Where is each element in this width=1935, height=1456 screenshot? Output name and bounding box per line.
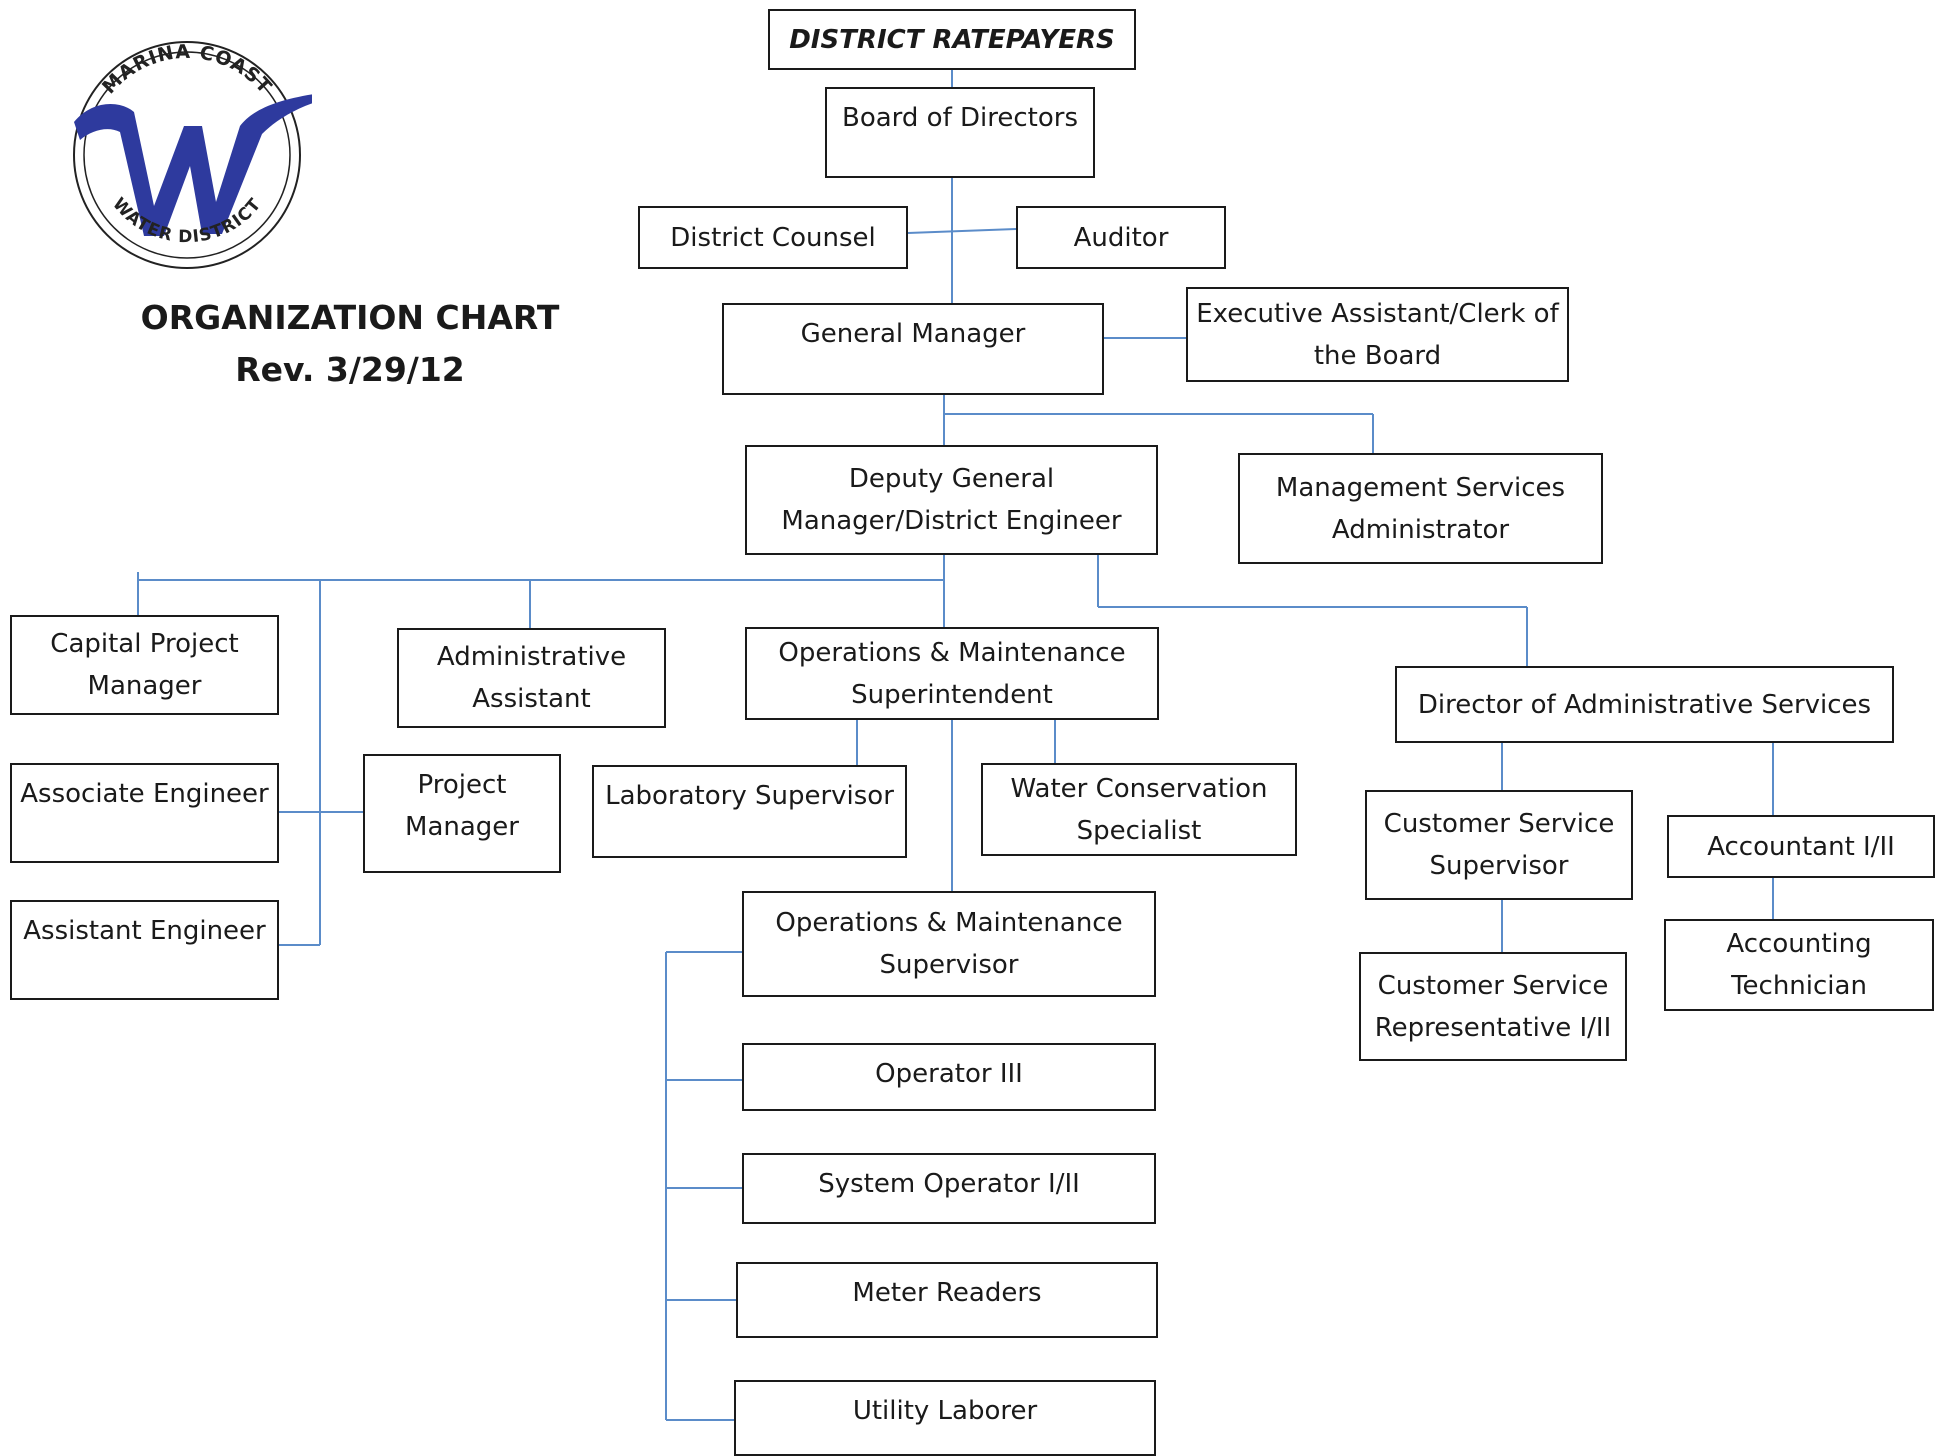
box-label-line: Utility Laborer [852,1396,1038,1426]
box-customer-service-supervisor: Customer Service Supervisor [1365,790,1633,900]
box-district-ratepayers: DISTRICT RATEPAYERS [768,9,1136,70]
box-label-line: General Manager [800,319,1026,349]
box-administrative-assistant: Administrative Assistant [397,628,666,728]
box-label-line: Management Services [1275,472,1566,503]
box-assistant-engineer: Assistant Engineer [10,900,279,1000]
box-label-line: Executive Assistant/Clerk of [1196,298,1559,329]
box-om-supervisor: Operations & Maintenance Supervisor [742,891,1156,997]
box-label-line: Technician [1731,971,1867,1001]
box-label-line: Deputy General [848,464,1055,494]
box-deputy-general-manager: Deputy General Manager/District Engineer [745,445,1158,555]
box-label-line: Associate Engineer [20,779,269,809]
box-customer-service-representative: Customer Service Representative I/II [1359,952,1627,1061]
box-accountant: Accountant I/II [1667,815,1935,878]
box-operator-iii: Operator III [742,1043,1156,1111]
box-label-line: Customer Service [1383,809,1615,839]
box-label-line: Supervisor [1429,851,1569,881]
connector-line [907,228,1017,234]
box-label-line: System Operator I/II [818,1169,1080,1199]
box-district-counsel: District Counsel [638,206,908,269]
box-management-services-administrator: Management Services Administrator [1238,453,1603,564]
box-label-line: Laboratory Supervisor [605,781,894,811]
box-label-line: Operator III [875,1059,1023,1089]
box-label-line: Supervisor [879,950,1019,980]
marina-coast-logo: MARINA COAST WATER DISTRICT [73,41,312,269]
box-label-line: Assistant [472,684,591,714]
box-label-line: Assistant Engineer [23,916,266,946]
box-label-line: Manager [87,671,202,701]
box-label-line: Water Conservation [1010,773,1268,804]
box-system-operator: System Operator I/II [742,1153,1156,1224]
chart-revision: Rev. 3/29/12 [235,350,465,389]
box-label-line: Meter Readers [852,1278,1042,1308]
box-director-admin-services: Director of Administrative Services [1395,666,1894,743]
box-associate-engineer: Associate Engineer [10,763,279,863]
box-accounting-technician: Accounting Technician [1664,919,1934,1011]
box-label-line: Specialist [1076,815,1202,846]
box-label-line: Accountant I/II [1707,831,1895,862]
box-label-line: Director of Administrative Services [1417,689,1872,720]
box-label-line: Board of Directors [842,103,1078,133]
box-label-line: Representative I/II [1374,1012,1612,1043]
box-om-superintendent: Operations & Maintenance Superintendent [745,627,1159,720]
box-label-line: Customer Service [1377,970,1609,1001]
box-label-line: Operations & Maintenance [775,908,1123,938]
box-board-of-directors: Board of Directors [825,87,1095,178]
box-label-line: Project [417,770,507,800]
box-label-line: Accounting [1726,929,1872,959]
box-label-line: the Board [1313,340,1442,371]
logo-w-shape [74,94,312,236]
box-label-line: Administrator [1331,514,1510,545]
box-auditor: Auditor [1016,206,1226,269]
box-label-line: Manager [405,812,519,842]
box-label-line: Auditor [1073,222,1169,253]
box-label-line: Manager/District Engineer [781,506,1122,536]
box-label-line: Superintendent [851,679,1053,710]
box-executive-assistant: Executive Assistant/Clerk of the Board [1186,287,1569,382]
box-label-line: District Counsel [670,222,876,253]
chart-title: ORGANIZATION CHART [140,298,560,337]
box-label-line: DISTRICT RATEPAYERS [789,24,1115,55]
box-capital-project-manager: Capital Project Manager [10,615,279,715]
box-project-manager: Project Manager [363,754,561,873]
box-utility-laborer: Utility Laborer [734,1380,1156,1456]
box-meter-readers: Meter Readers [736,1262,1158,1338]
box-water-conservation-specialist: Water Conservation Specialist [981,763,1297,856]
box-laboratory-supervisor: Laboratory Supervisor [592,765,907,858]
box-general-manager: General Manager [722,303,1104,395]
box-label-line: Capital Project [50,629,239,659]
box-label-line: Operations & Maintenance [778,637,1126,668]
box-label-line: Administrative [436,642,627,672]
